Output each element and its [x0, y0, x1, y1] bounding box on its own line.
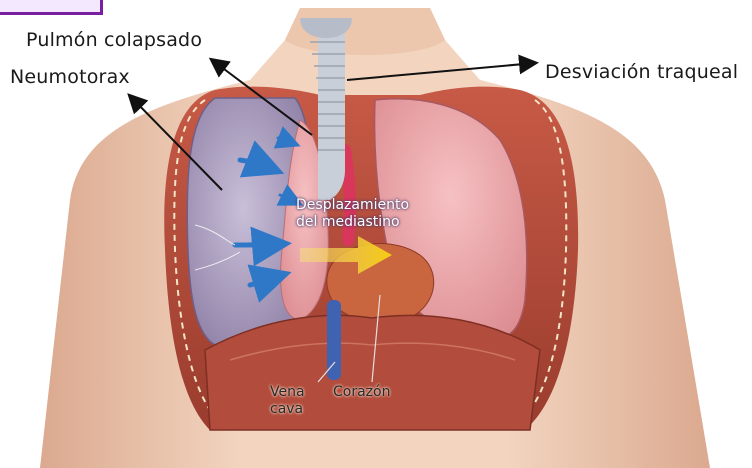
label-collapsed-lung: Pulmón colapsado	[26, 29, 202, 51]
vena-cava	[327, 300, 341, 380]
label-vena-cava-line2: cava	[270, 401, 305, 418]
label-mediastinal-shift-line2: del mediastino	[296, 214, 409, 231]
label-tracheal-deviation: Desviación traqueal	[545, 61, 738, 83]
label-vena-cava-line1: Vena	[270, 384, 305, 401]
label-vena-cava: Vena cava	[270, 384, 305, 418]
label-mediastinal-shift-line1: Desplazamiento	[296, 197, 409, 214]
label-heart: Corazón	[333, 384, 390, 401]
label-mediastinal-shift: Desplazamiento del mediastino	[296, 197, 409, 231]
label-pneumothorax: Neumotorax	[10, 66, 130, 88]
